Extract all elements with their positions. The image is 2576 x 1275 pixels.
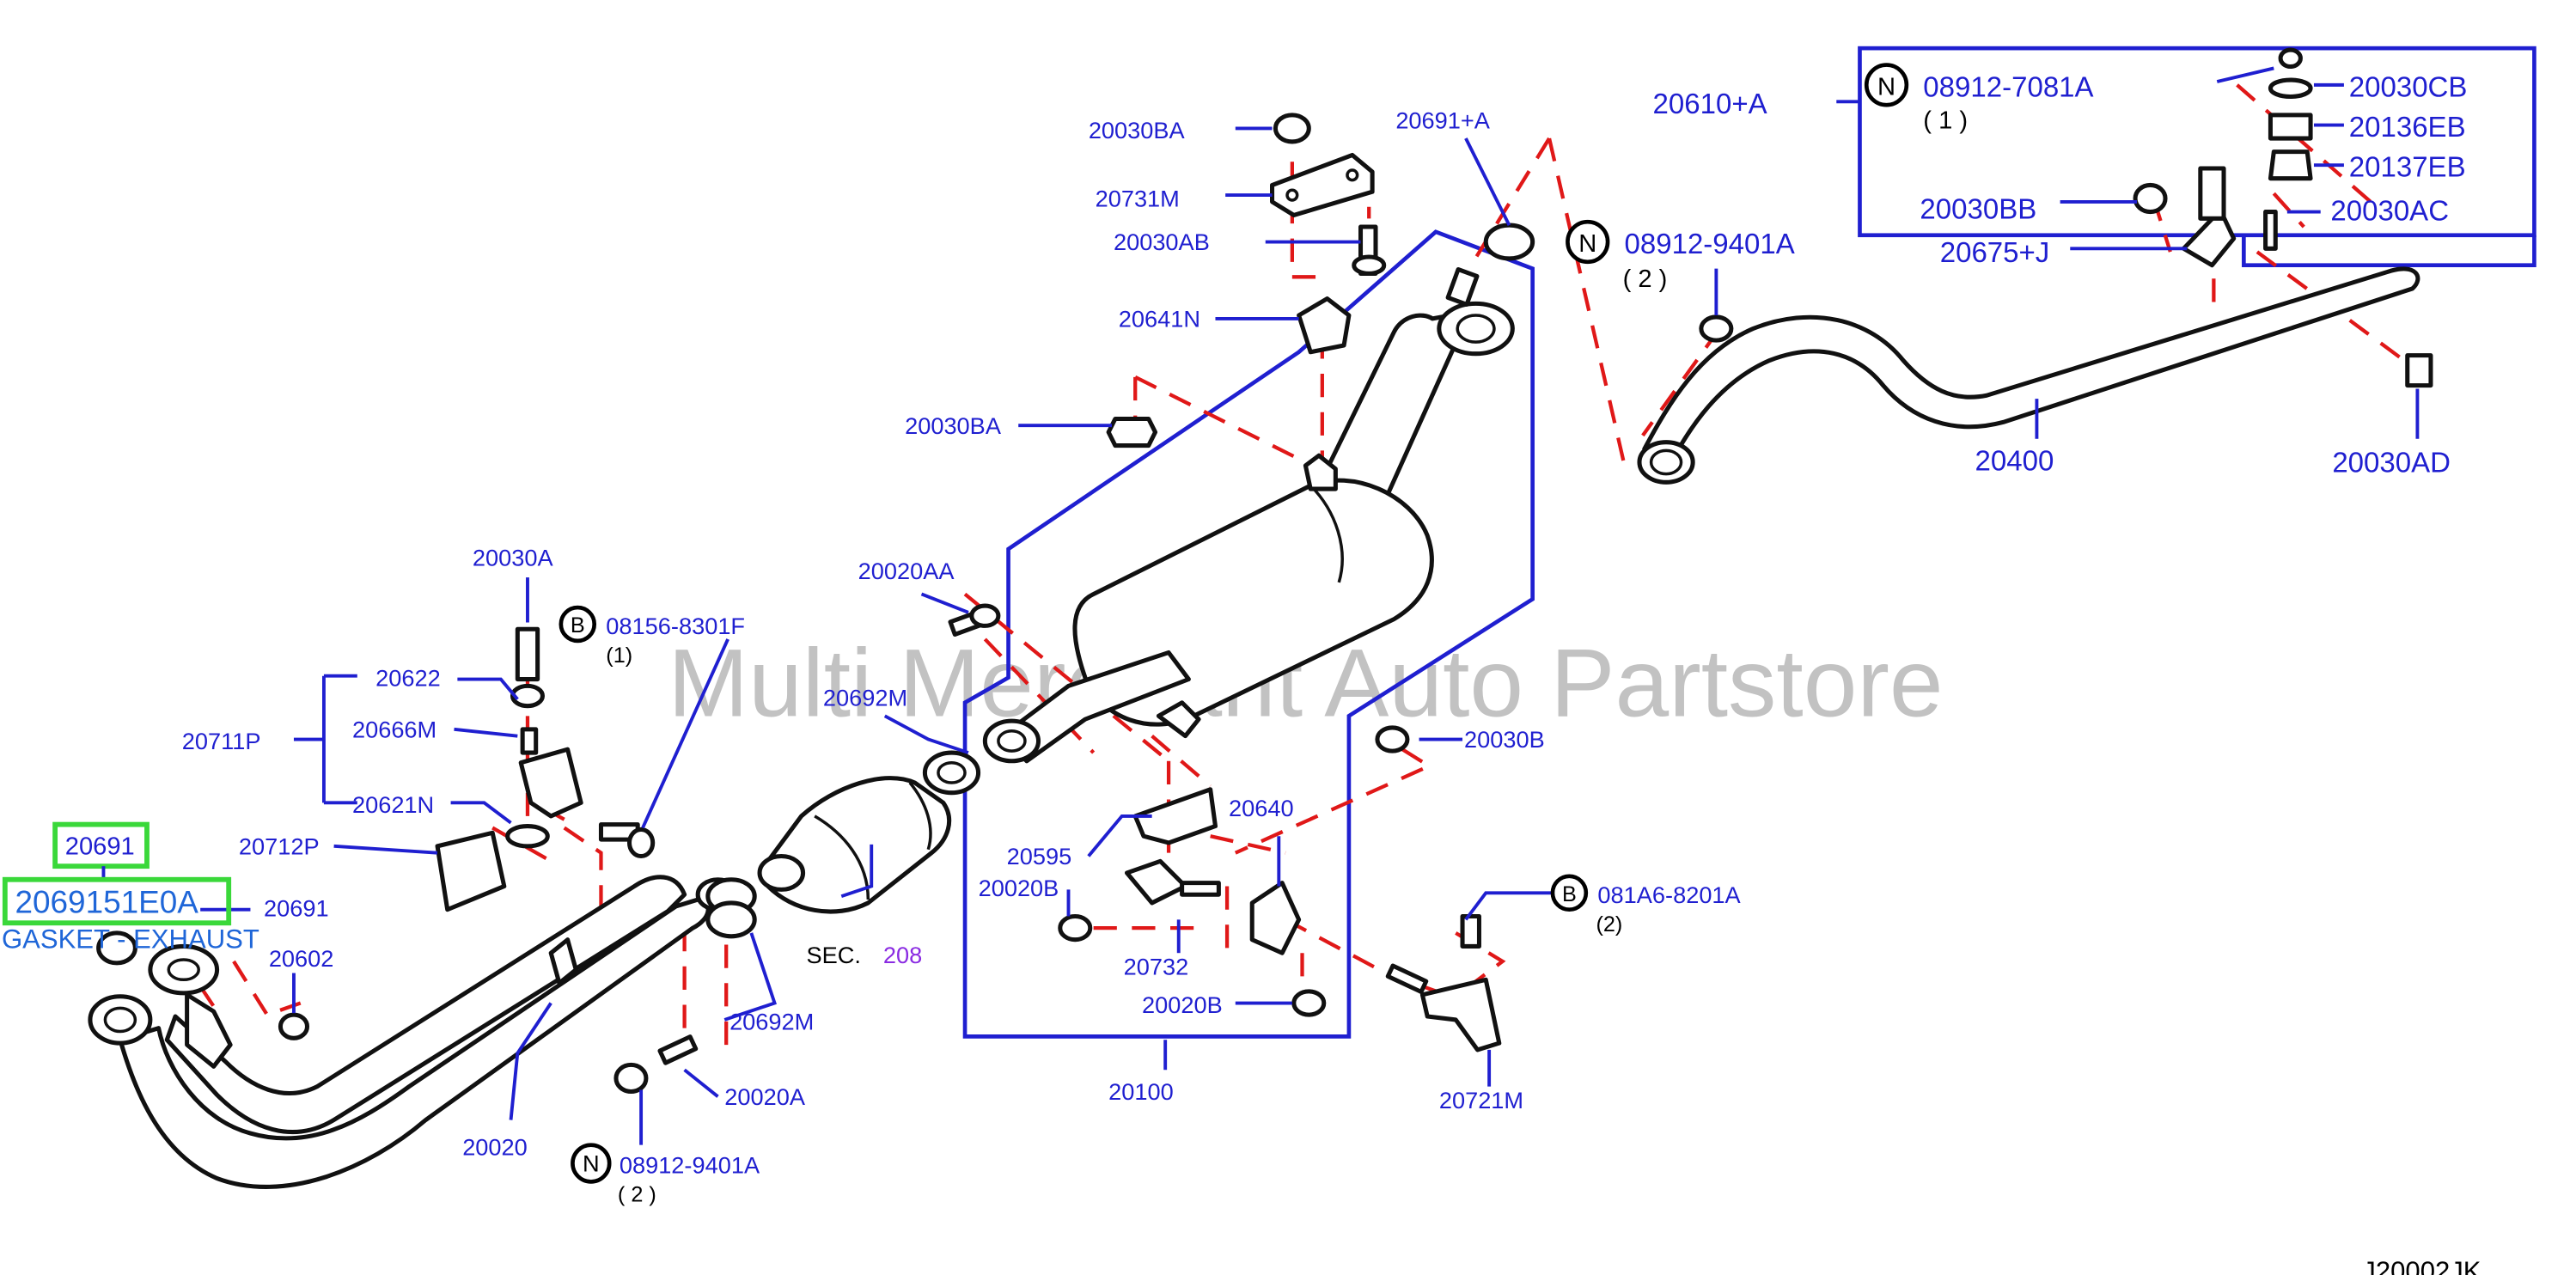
- sec-number[interactable]: 208: [883, 942, 922, 968]
- highlight-box-full[interactable]: [2, 876, 232, 926]
- label-20602: 20602: [269, 945, 334, 972]
- label-20732: 20732: [1124, 953, 1189, 979]
- hardware-parts: [96, 47, 2433, 1095]
- label-20666M: 20666M: [352, 717, 436, 743]
- sec-prefix: SEC.: [806, 942, 860, 968]
- qty-08912-9401A-top: ( 2 ): [1623, 265, 1668, 293]
- highlight-full-part-no[interactable]: 2069151E0A: [15, 885, 198, 920]
- label-20020A: 20020A: [724, 1083, 806, 1110]
- label-20691A: 20691+A: [1395, 107, 1490, 133]
- hanger-kit-box-ext: [2242, 235, 2536, 268]
- n-mark-08912-7081A: [1864, 63, 1909, 107]
- label-20731M: 20731M: [1096, 186, 1180, 212]
- label-20030B: 20030B: [1464, 726, 1545, 753]
- label-20610A: 20610+A: [1653, 88, 1767, 119]
- label-20030AB: 20030AB: [1114, 229, 1210, 255]
- label-20030BA-mid: 20030BA: [905, 412, 1002, 439]
- label-20621N: 20621N: [352, 791, 434, 818]
- label-20030BA-top: 20030BA: [1089, 117, 1186, 143]
- label-08912-9401A-bottom: 08912-9401A: [620, 1152, 760, 1179]
- label-20030A: 20030A: [473, 544, 554, 570]
- b-mark-081A6-8201A: [1550, 874, 1589, 912]
- muffler-assembly-20100: [982, 267, 1515, 764]
- label-20622: 20622: [375, 664, 441, 691]
- highlight-description[interactable]: GASKET - EXHAUST: [2, 924, 259, 954]
- muffler-group-box: [962, 229, 1535, 1039]
- part-labels: 20030BA 20691+A 20731M 20030AB 20641N 20…: [182, 70, 2481, 1275]
- n-mark-letter: N: [583, 1150, 600, 1177]
- label-20400: 20400: [1975, 445, 2054, 477]
- n-mark-letter: N: [1578, 230, 1596, 258]
- qty-08912-7081A: ( 1 ): [1923, 107, 1968, 134]
- label-20030AD: 20030AD: [2332, 447, 2451, 479]
- label-20692M-bottom: 20692M: [729, 1009, 814, 1035]
- label-20711P: 20711P: [182, 728, 261, 754]
- label-20692M-top: 20692M: [823, 685, 907, 711]
- label-20020B-right: 20020B: [1142, 991, 1223, 1018]
- label-20100: 20100: [1108, 1078, 1174, 1105]
- label-20136EB: 20136EB: [2349, 111, 2466, 143]
- label-20030AC: 20030AC: [2330, 194, 2449, 226]
- label-20640: 20640: [1229, 795, 1294, 821]
- diagram-code: J20002JK: [2362, 1256, 2481, 1275]
- n-mark-08912-9401A-top: [1566, 219, 1610, 265]
- b-mark-08156-8301F: [559, 605, 597, 644]
- catalytic-converter: [757, 750, 981, 914]
- label-20020B-left: 20020B: [979, 875, 1059, 901]
- qty-081A6-8201A: (2): [1596, 912, 1622, 936]
- reference-marks: N N B B N: [559, 63, 1909, 1184]
- highlight-part-no[interactable]: 20691: [65, 833, 135, 861]
- label-20030BB: 20030BB: [1920, 192, 2036, 224]
- label-08156-8301F: 08156-8301F: [606, 613, 745, 639]
- label-08912-7081A: 08912-7081A: [1923, 70, 2093, 102]
- leader-lines: [200, 66, 2420, 1145]
- label-20712P: 20712P: [239, 833, 320, 860]
- label-20721M: 20721M: [1439, 1087, 1523, 1113]
- tailpipe-20400: [1637, 266, 2420, 485]
- label-08912-9401A-top: 08912-9401A: [1625, 228, 1795, 259]
- b-mark-letter: B: [571, 613, 585, 638]
- qty-08156-8301F: (1): [606, 644, 632, 668]
- label-20691-right: 20691: [264, 894, 329, 921]
- label-20675J: 20675+J: [1940, 236, 2050, 268]
- n-mark-08912-9401A-bottom: [571, 1143, 612, 1184]
- highlight-box-partno[interactable]: [52, 821, 150, 869]
- label-20595: 20595: [1007, 843, 1072, 869]
- highlighted-part[interactable]: 20691 2069151E0A GASKET - EXHAUST: [2, 821, 259, 955]
- label-20137EB: 20137EB: [2349, 151, 2466, 183]
- label-20641N: 20641N: [1119, 306, 1200, 332]
- label-20030CB: 20030CB: [2349, 70, 2468, 102]
- b-mark-letter: B: [1562, 882, 1577, 906]
- label-081A6-8201A: 081A6-8201A: [1597, 882, 1741, 908]
- label-20020AA: 20020AA: [858, 558, 955, 584]
- label-20020: 20020: [462, 1133, 528, 1160]
- n-mark-letter: N: [1877, 74, 1895, 101]
- qty-08912-9401A-bottom: ( 2 ): [618, 1183, 656, 1207]
